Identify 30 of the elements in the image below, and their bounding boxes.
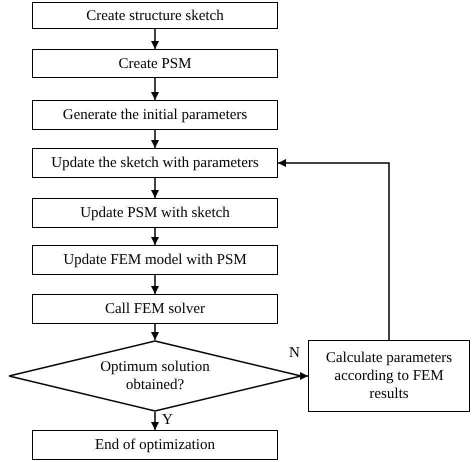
process-box <box>32 294 278 324</box>
process-box <box>308 340 470 412</box>
node-text: Update FEM model with PSM <box>62 251 248 269</box>
decision-diamond <box>8 340 302 412</box>
arrow <box>278 159 390 340</box>
process-box <box>32 100 278 130</box>
node-text: End of optimization <box>94 436 216 454</box>
process-box <box>32 148 278 178</box>
arrow <box>151 178 159 198</box>
node-text: Call FEM solver <box>104 300 206 318</box>
arrow <box>151 130 159 148</box>
arrow <box>151 29 159 49</box>
arrow <box>151 412 159 430</box>
node-text: Create structure sketch <box>85 6 225 24</box>
process-box <box>32 2 278 29</box>
node-text: Update the sketch with parameters <box>50 154 260 172</box>
arrow <box>300 372 308 380</box>
arrow <box>151 228 159 245</box>
arrow <box>151 275 159 294</box>
process-box <box>32 245 278 275</box>
process-box <box>32 49 278 78</box>
node-text: Update PSM with sketch <box>79 204 231 222</box>
node-text: Create PSM <box>118 54 192 72</box>
arrow <box>151 324 159 340</box>
process-box <box>32 430 278 460</box>
node-text: Optimum solution obtained? <box>99 358 211 394</box>
node-text: Calculate parameters according to FEM results <box>324 349 454 403</box>
node-text: Generate the initial parameters <box>62 106 248 124</box>
arrow <box>151 78 159 100</box>
process-box <box>32 198 278 228</box>
